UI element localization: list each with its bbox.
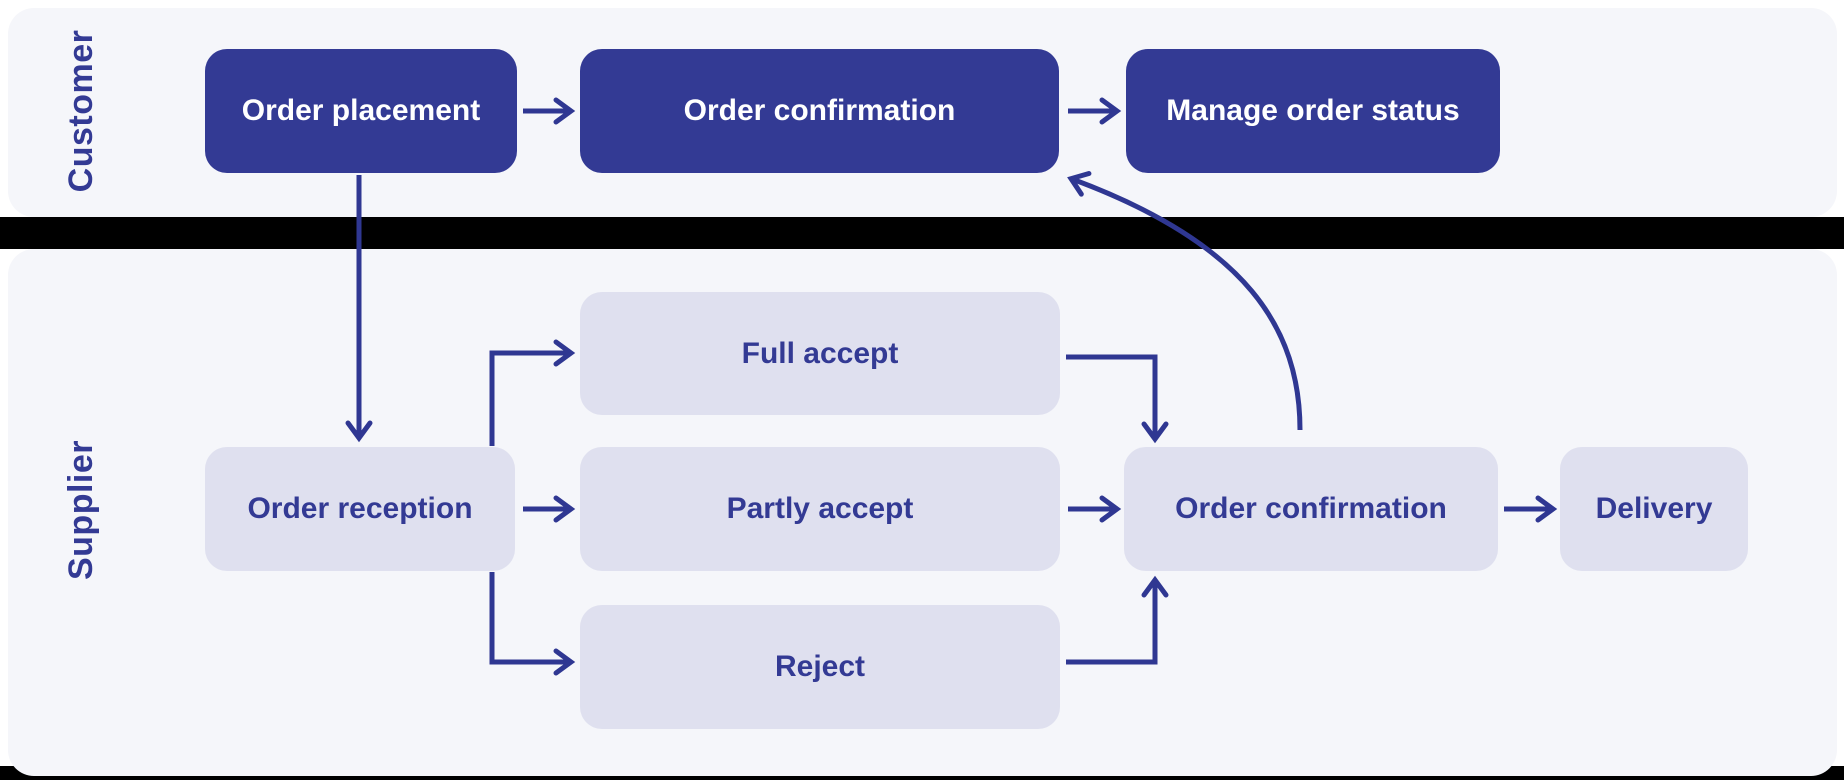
- node-label: Order reception: [247, 492, 473, 525]
- node-order-confirmation-customer: Order confirmation: [580, 49, 1059, 173]
- lane-divider-band: [0, 217, 1844, 249]
- node-manage-order-status: Manage order status: [1126, 49, 1500, 173]
- lane-label-supplier: Supplier: [61, 439, 100, 581]
- node-full-accept: Full accept: [580, 292, 1060, 415]
- node-reject: Reject: [580, 605, 1060, 729]
- node-partly-accept: Partly accept: [580, 447, 1060, 571]
- node-order-placement: Order placement: [205, 49, 517, 173]
- node-label: Reject: [774, 650, 866, 683]
- node-label: Delivery: [1595, 492, 1713, 525]
- node-order-confirmation-supplier: Order confirmation: [1124, 447, 1498, 571]
- node-label: Order confirmation: [1175, 492, 1447, 525]
- node-label: Order confirmation: [683, 94, 956, 127]
- node-label: Order placement: [241, 94, 481, 127]
- node-delivery: Delivery: [1560, 447, 1748, 571]
- lane-label-customer: Customer: [61, 29, 100, 193]
- node-order-reception: Order reception: [205, 447, 515, 571]
- node-label: Manage order status: [1166, 94, 1460, 127]
- node-label: Full accept: [741, 336, 899, 370]
- node-label: Partly accept: [726, 492, 914, 525]
